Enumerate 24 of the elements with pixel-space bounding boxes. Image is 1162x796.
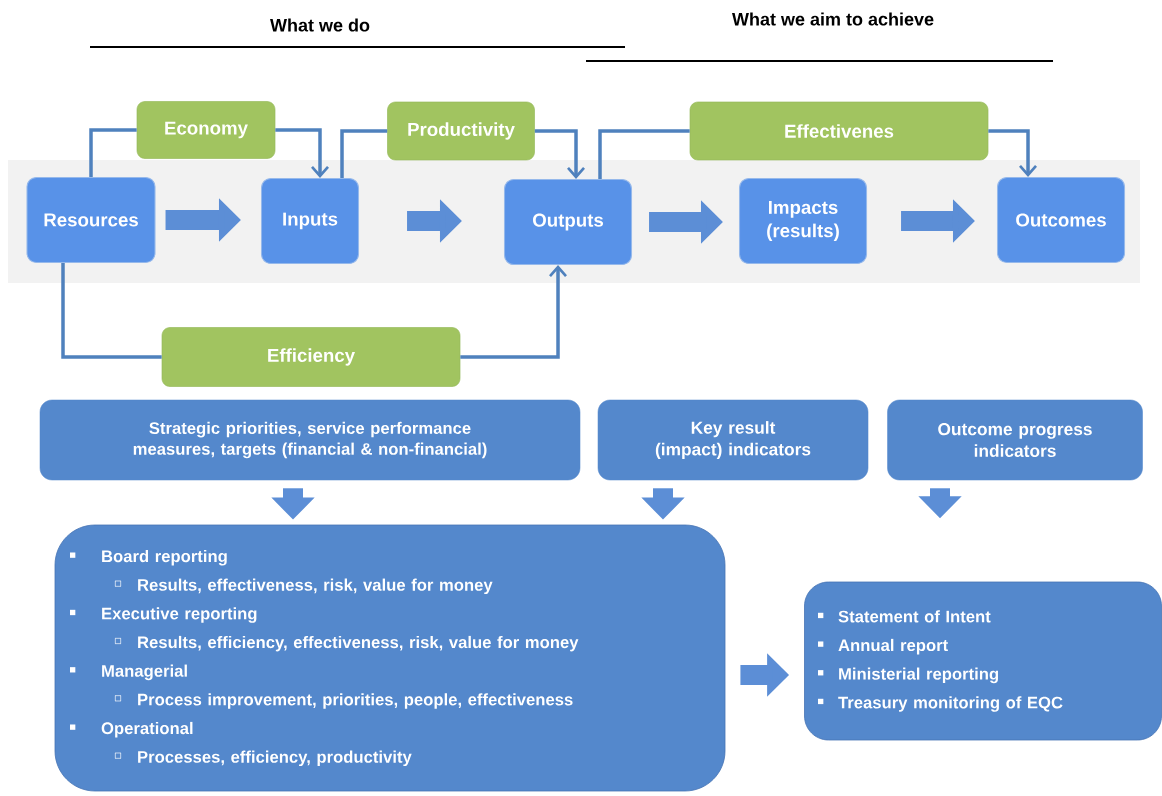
process-box: Outcomes [997,176,1126,264]
measure-box: Effectivenes [689,101,989,161]
process-box: Impacts (results) [738,177,868,265]
connector-line [340,129,388,178]
reporting-box: Statement of Intent Annual report Ministerial reporting Treasury monitoring of EQC [804,581,1162,741]
connector-line [61,263,162,359]
connector-line [598,129,690,179]
process-box: Inputs [260,177,360,265]
arrow [275,128,329,178]
reporting-box: Board reporting Results, effectiveness, risk, value for money Executive reporting Results, efficiency, effectiveness, risk, value for money Managerial Process improvement, priorities, people, effectiveness Operational Processes, efficiency, productivity [54,524,726,792]
heading: What we do [270,18,370,32]
arrow [988,129,1037,177]
measure-box: Efficiency [161,327,461,387]
indicator-box: Key result (impact) indicators [597,399,869,481]
measure-box: Economy [136,101,276,159]
measure-box: Productivity [387,101,535,161]
indicator-box: Outcome progress indicators [887,399,1143,481]
arrow [460,265,567,359]
heading: What we aim to achieve [732,12,934,26]
arrow [534,129,585,179]
process-box: Outputs [503,178,633,266]
process-box: Resources [26,176,156,264]
indicator-box: Strategic priorities, service performance measures, targets (financial & non-financial) [39,399,581,481]
connector-line [89,128,137,177]
